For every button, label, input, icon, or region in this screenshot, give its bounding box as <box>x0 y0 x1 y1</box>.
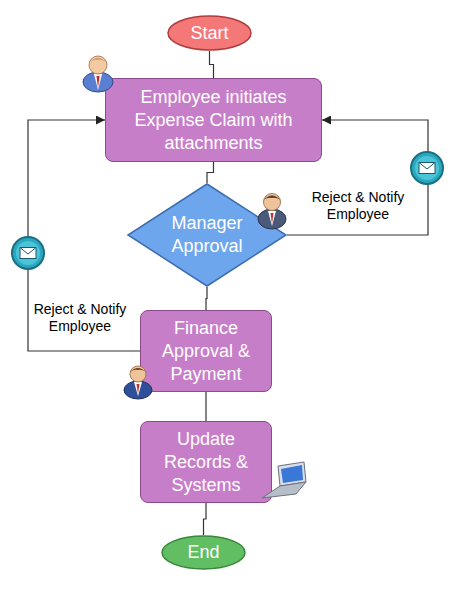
end-terminal: End <box>161 535 246 570</box>
process-box: Employee initiates Expense Claim with at… <box>105 78 322 162</box>
decision-diamond: Manager Approval <box>127 183 287 287</box>
start-terminal: Start <box>167 15 252 51</box>
node-text-group: Start <box>170 22 250 45</box>
process-box: Update Records & Systems <box>140 421 272 503</box>
node-text-group: Manager Approval <box>157 212 257 258</box>
node-text-group: Finance Approval & Payment <box>151 317 261 386</box>
flow-connector <box>210 51 214 78</box>
edge-label: Reject & Notify Employee <box>293 189 423 223</box>
node-label: Update Records & Systems <box>151 428 261 497</box>
flow-connector <box>204 503 207 535</box>
envelope-icon <box>411 152 443 184</box>
flow-connector <box>205 392 206 421</box>
envelope-icon <box>12 237 44 269</box>
flow-connector <box>207 162 214 183</box>
node-label: Finance Approval & Payment <box>151 317 261 386</box>
node-label: Start <box>170 22 250 45</box>
process-box: Finance Approval & Payment <box>140 310 272 392</box>
node-text-group: End <box>164 541 244 564</box>
decision-diamond-outline <box>127 183 287 287</box>
flow-connector <box>206 287 207 310</box>
edge-label: Reject & Notify Employee <box>20 301 140 335</box>
node-text-group: Employee initiates Expense Claim with at… <box>119 86 309 155</box>
node-label: Manager Approval <box>157 212 257 258</box>
node-label: Employee initiates Expense Claim with at… <box>119 86 309 155</box>
node-text-group: Update Records & Systems <box>151 428 261 497</box>
node-label: End <box>164 541 244 564</box>
